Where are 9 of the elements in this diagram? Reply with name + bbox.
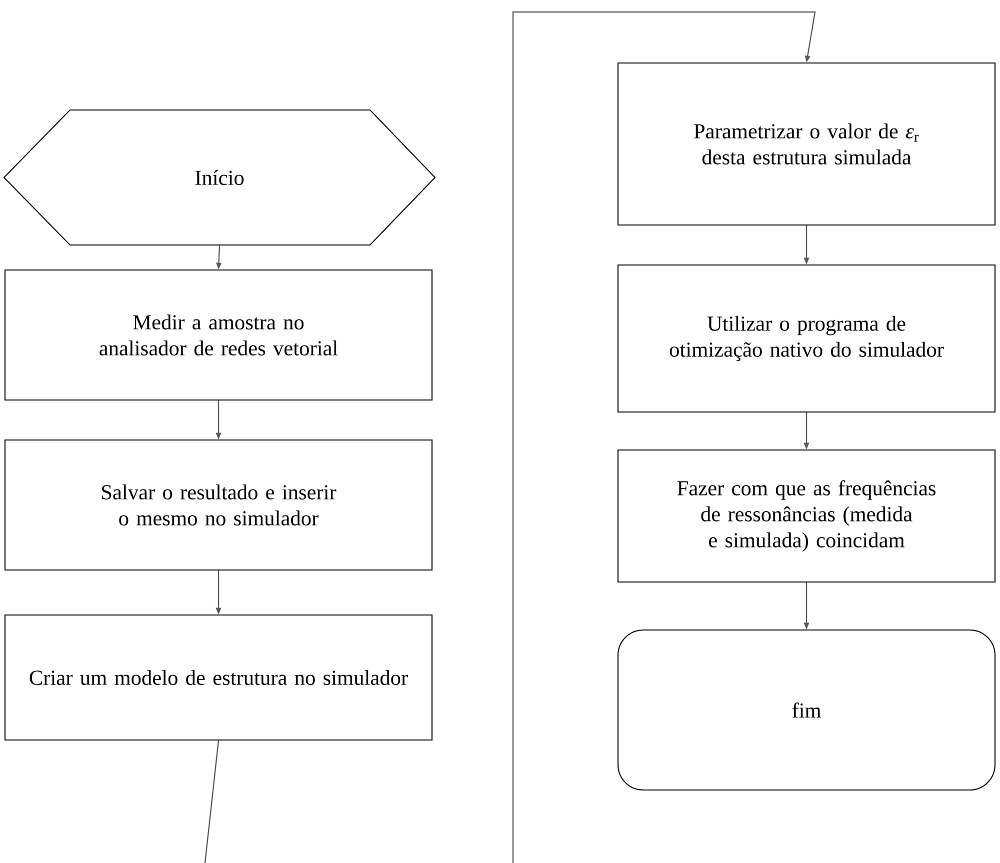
process-box: Fazer com que as frequências de ressonâncias (medida e simulada) coincidam bbox=[617, 449, 996, 583]
process-box: Medir a amostra no analisador de redes vetorial bbox=[4, 269, 433, 401]
arrow bbox=[512, 11, 816, 863]
process-box: Parametrizar o valor de ε$_{r}$ desta estrutura simulada bbox=[617, 62, 996, 226]
process-box: Salvar o resultado e inserir o mesmo no simulador bbox=[4, 439, 433, 571]
process-box: Criar um modelo de estrutura no simulador bbox=[4, 614, 433, 741]
start-hexagon: Início bbox=[3, 109, 436, 246]
end-box: fim bbox=[617, 629, 996, 791]
process-box: Utilizar o programa de otimização nativo do simulador bbox=[617, 264, 996, 413]
